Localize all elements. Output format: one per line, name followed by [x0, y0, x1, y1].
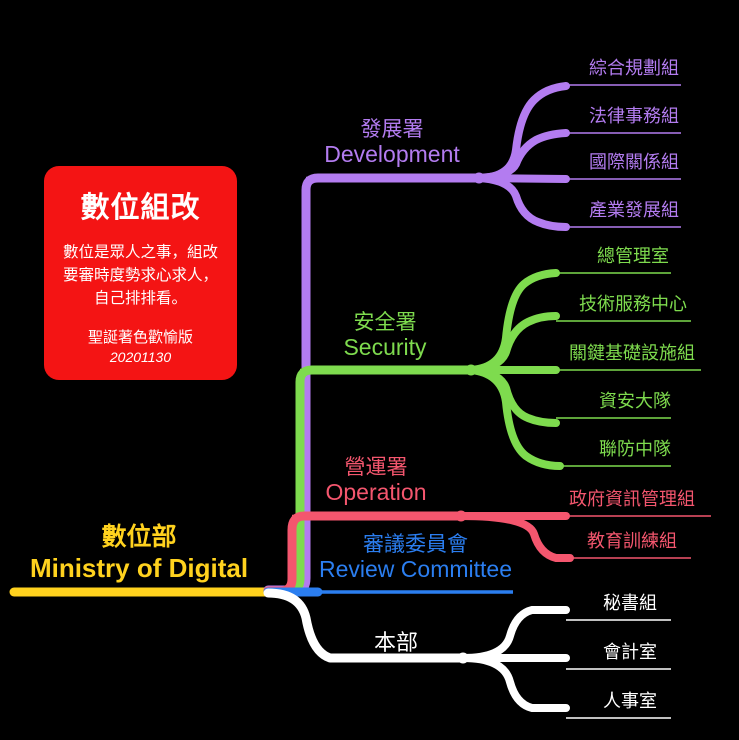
- leaf-label-security-1: 技術服務中心: [579, 294, 687, 315]
- connector-headquarters-child-0: [459, 606, 570, 662]
- info-card-title: 數位組改: [80, 190, 201, 224]
- root-node[interactable]: 數位部 Ministry of Digital: [10, 522, 268, 584]
- connector-security-child-1: [467, 312, 560, 374]
- connector-development-child-1: [475, 129, 570, 182]
- branch-stem-development: [263, 173, 483, 595]
- connector-security-child-0: [467, 269, 560, 374]
- leaf-label-development-0: 綜合規劃組: [589, 58, 679, 79]
- info-card-body: 數位是眾人之事，組改 要審時度勢求心求人， 自己排排看。: [62, 243, 218, 308]
- branch-label-eng-development: Development: [324, 141, 460, 168]
- branch-node-operation[interactable]: 營運署 Operation: [292, 456, 460, 504]
- branch-node-development[interactable]: 發展署 Development: [306, 118, 478, 166]
- leaf-node-security-2[interactable]: 關鍵基礎設施組: [569, 343, 695, 364]
- branch-label-eng-operation: Operation: [325, 479, 427, 506]
- leaf-node-headquarters-2[interactable]: 人事室: [603, 691, 657, 712]
- branch-label-cjk-operation: 營運署: [344, 455, 408, 479]
- connector-development-child-0: [475, 82, 570, 182]
- leaf-label-security-3: 資安大隊: [599, 391, 671, 412]
- info-card: 數位組改 數位是眾人之事，組改 要審時度勢求心求人， 自己排排看。 聖誕著色歡愉…: [44, 166, 237, 380]
- leaf-label-development-3: 產業發展組: [589, 200, 679, 221]
- leaf-label-development-1: 法律事務組: [589, 106, 679, 127]
- leaf-node-security-0[interactable]: 總管理室: [597, 246, 669, 267]
- leaf-label-operation-1: 教育訓練組: [587, 531, 677, 552]
- leaf-node-security-4[interactable]: 聯防中隊: [599, 439, 671, 460]
- leaf-node-development-3[interactable]: 產業發展組: [589, 200, 679, 221]
- branch-hub-operation: [455, 510, 467, 522]
- leaf-label-operation-0: 政府資訊管理組: [569, 489, 695, 510]
- branch-label-cjk-security: 安全署: [353, 310, 417, 334]
- info-card-edition: 聖誕著色歡愉版: [87, 328, 193, 347]
- leaf-node-development-2[interactable]: 國際關係組: [589, 152, 679, 173]
- leaf-node-headquarters-1[interactable]: 會計室: [603, 642, 657, 663]
- leaf-label-headquarters-1: 會計室: [603, 642, 657, 663]
- leaf-label-security-0: 總管理室: [597, 246, 669, 267]
- leaf-label-headquarters-2: 人事室: [603, 691, 657, 712]
- connector-development-child-3: [475, 174, 570, 231]
- connector-development-child-2: [475, 174, 570, 183]
- leaf-node-security-3[interactable]: 資安大隊: [599, 391, 671, 412]
- branch-label-cjk-headquarters: 本部: [373, 631, 418, 656]
- connector-security-child-4: [467, 366, 564, 470]
- branch-label-eng-security: Security: [343, 334, 427, 361]
- root-node-label-cjk: 數位部: [101, 522, 177, 551]
- leaf-node-operation-0[interactable]: 政府資訊管理組: [569, 489, 695, 510]
- info-card-date: 20201130: [109, 348, 172, 365]
- leaf-label-development-2: 國際關係組: [589, 152, 679, 173]
- leaf-label-headquarters-0: 秘書組: [603, 593, 657, 614]
- connector-headquarters-child-2: [459, 654, 570, 712]
- branch-node-security[interactable]: 安全署 Security: [300, 311, 470, 359]
- branch-node-headquarters[interactable]: 本部: [330, 632, 462, 655]
- branch-label-cjk-review-committee: 審議委員會: [363, 532, 468, 556]
- connector-security-child-3: [467, 366, 560, 427]
- leaf-node-operation-1[interactable]: 教育訓練組: [587, 531, 677, 552]
- leaf-node-headquarters-0[interactable]: 秘書組: [603, 593, 657, 614]
- branch-hub-security: [465, 364, 477, 376]
- branch-label-cjk-development: 發展署: [360, 117, 424, 141]
- leaf-label-security-4: 聯防中隊: [599, 439, 671, 460]
- branch-node-review-committee[interactable]: 審議委員會 Review Committee: [318, 533, 513, 581]
- leaf-label-security-2: 關鍵基礎設施組: [569, 343, 695, 364]
- branch-hub-development: [473, 172, 485, 184]
- leaf-node-security-1[interactable]: 技術服務中心: [579, 294, 687, 315]
- leaf-node-development-0[interactable]: 綜合規劃組: [589, 58, 679, 79]
- root-node-label-eng: Ministry of Digital: [29, 552, 249, 583]
- branch-label-eng-review-committee: Review Committee: [319, 556, 512, 583]
- leaf-node-development-1[interactable]: 法律事務組: [589, 106, 679, 127]
